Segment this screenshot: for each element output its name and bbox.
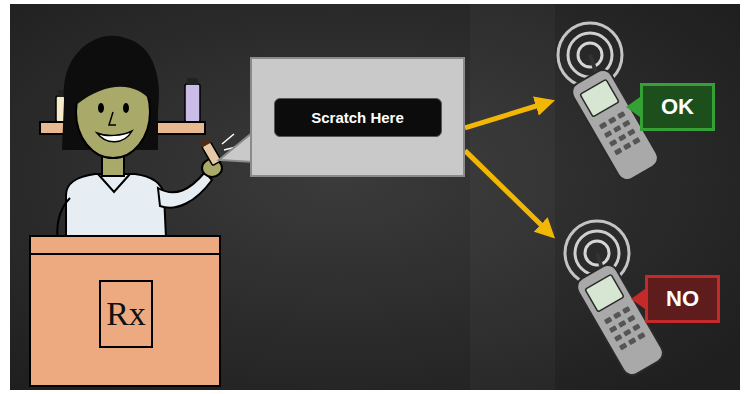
speech-bubble: Scratch Here [250,57,465,177]
rx-panel [100,281,152,347]
tag-pointer [631,289,645,309]
tag-pointer [626,97,640,117]
left-arm [57,198,70,240]
vial-cap [199,137,211,147]
status-tag: OK [640,83,715,131]
flow-arrow [465,102,549,128]
status-text: OK [640,83,715,131]
pharmacist [57,36,242,240]
phone-result: NO [555,218,725,388]
dark-ground [10,4,740,390]
smile [97,131,132,142]
right-arm [158,172,212,208]
status-tag: NO [645,275,720,323]
phone-result: OK [555,25,725,200]
keypad [599,111,641,155]
vial [199,137,221,165]
flow-arrow [465,151,551,235]
light-band [470,4,555,390]
counter-top [30,236,220,254]
eye [123,103,129,113]
rx-sign: Rx [100,281,152,347]
status-text: NO [645,275,720,323]
phone-screen [580,79,619,117]
bottle [185,84,200,122]
keypad [604,306,646,350]
counter-body [30,236,220,386]
bubble-tail [219,132,253,162]
bottle-cap [187,78,198,85]
counter [30,236,220,386]
phone-screen [585,274,624,312]
eye [98,103,104,113]
fringe [76,60,150,105]
scratch-label: Scratch Here [274,98,442,137]
nose [109,112,116,125]
shirt [66,174,166,238]
